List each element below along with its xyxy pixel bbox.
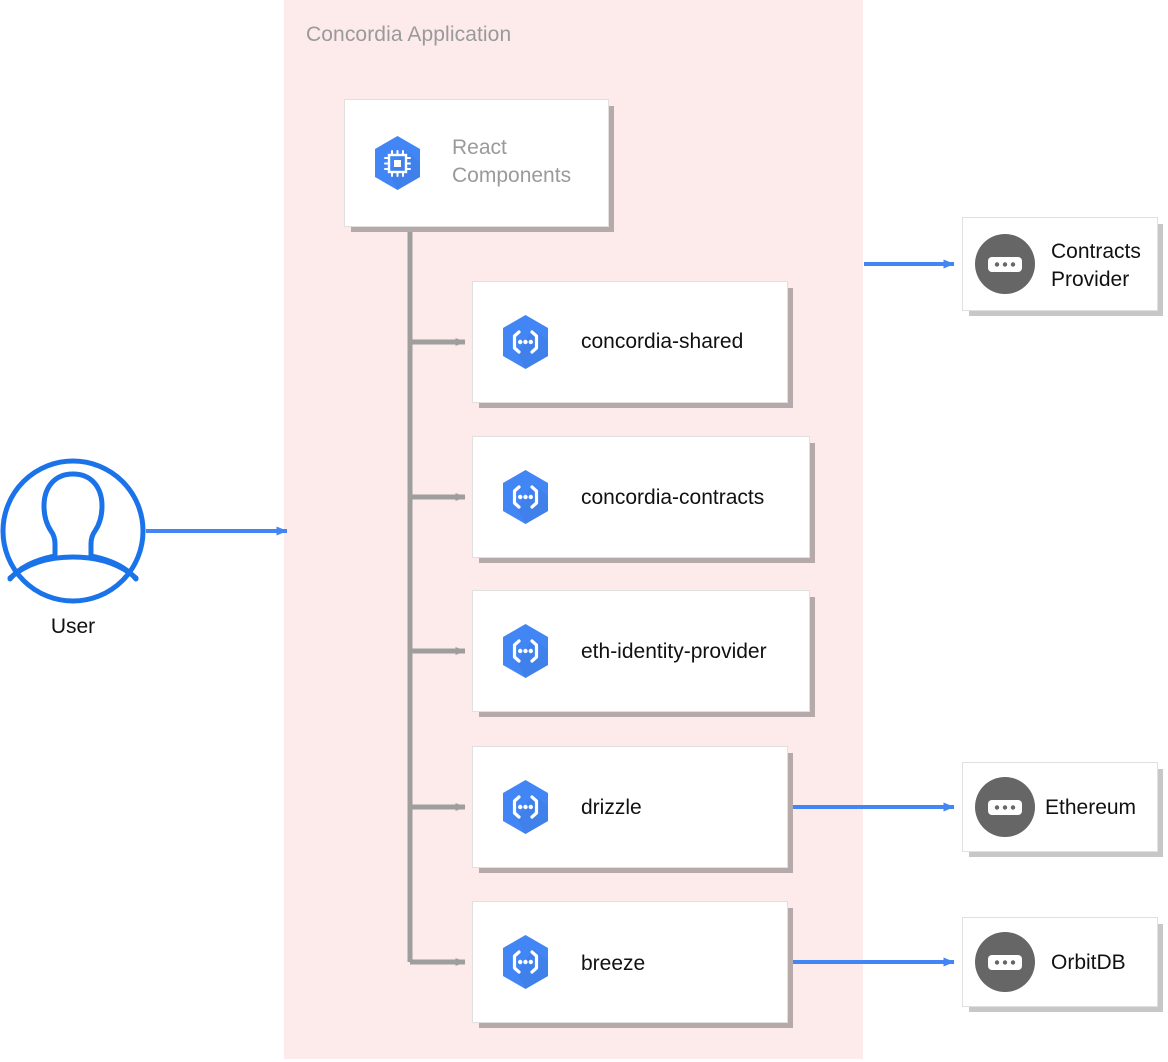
node-drizzle-label: drizzle: [581, 796, 642, 819]
node-concordia-contracts[interactable]: [472, 436, 810, 558]
node-contracts-provider-label: Contracts Provider: [1051, 240, 1141, 291]
circle-service-icon: [975, 932, 1035, 992]
node-react-components-label: React Components: [452, 136, 572, 187]
hexagon-chip-icon: [369, 134, 426, 192]
hexagon-api-icon: [497, 313, 554, 371]
hexagon-api-icon: [497, 778, 554, 836]
node-orbitdb-label: OrbitDB: [1051, 951, 1126, 974]
user-label: User: [50, 615, 96, 638]
node-concordia-shared-label: concordia-shared: [581, 330, 744, 353]
circle-service-icon: [975, 777, 1035, 837]
group-title: Concordia Application: [306, 23, 512, 46]
hexagon-api-icon: [497, 933, 554, 991]
node-eth-identity-provider-label: eth-identity-provider: [581, 640, 767, 663]
node-ethereum-label: Ethereum: [1045, 796, 1137, 819]
hexagon-api-icon: [497, 622, 554, 680]
hexagon-api-icon: [497, 468, 554, 526]
circle-service-icon: [975, 234, 1035, 294]
user-circle-icon: [0, 458, 146, 604]
node-breeze-label: breeze: [581, 952, 646, 975]
node-concordia-contracts-label: concordia-contracts: [581, 486, 765, 509]
